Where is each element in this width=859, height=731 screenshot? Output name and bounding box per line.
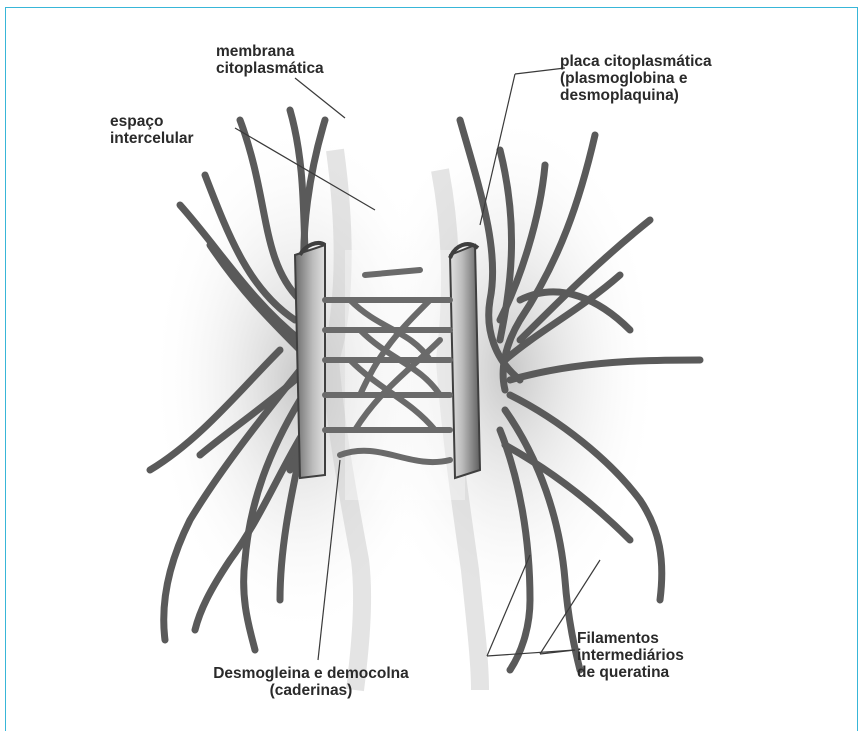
label-line: (caderinas) — [176, 682, 446, 699]
label-line: placa citoplasmática — [560, 53, 712, 70]
label-line: Desmogleina e democolna — [176, 665, 446, 682]
label-placa-citoplasmatica: placa citoplasmática (plasmoglobina e de… — [560, 53, 712, 104]
label-line: Filamentos — [577, 630, 684, 647]
label-membrana-citoplasmatica: membrana citoplasmática — [216, 43, 324, 77]
label-line: espaço — [110, 113, 194, 130]
label-line: intermediários — [577, 647, 684, 664]
label-line: (plasmoglobina e — [560, 70, 712, 87]
label-filamentos: Filamentos intermediários de queratina — [577, 630, 684, 681]
label-line: intercelular — [110, 130, 194, 147]
label-line: de queratina — [577, 664, 684, 681]
label-line: citoplasmática — [216, 60, 324, 77]
label-desmogleina: Desmogleina e democolna (caderinas) — [176, 665, 446, 699]
label-line: desmoplaquina) — [560, 87, 712, 104]
label-line: membrana — [216, 43, 324, 60]
label-espaco-intercelular: espaço intercelular — [110, 113, 194, 147]
